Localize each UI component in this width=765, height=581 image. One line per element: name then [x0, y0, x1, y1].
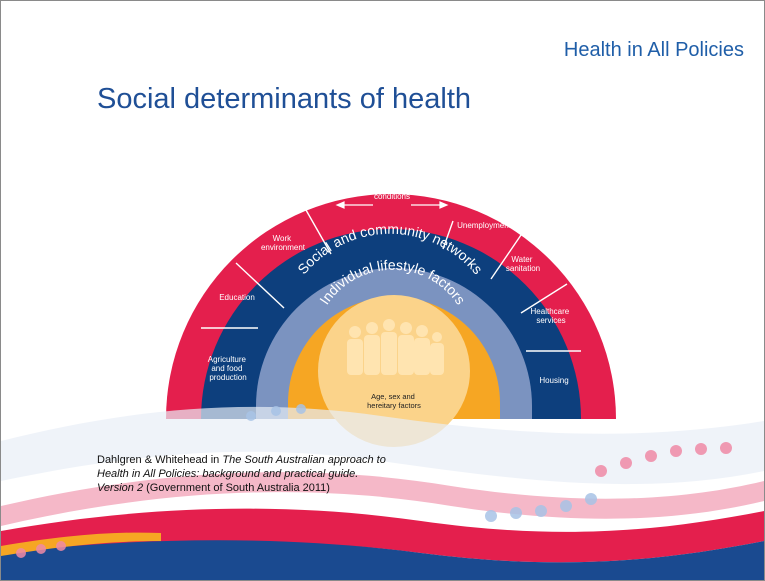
sector-work-label: Work environment: [261, 234, 306, 252]
sector-healthcare-label: Healthcare services: [531, 307, 572, 325]
sector-education-label: Education: [219, 293, 255, 302]
living-conditions-arrows: [335, 201, 449, 209]
sector-housing-label: Housing: [539, 376, 568, 385]
citation-version: Version 2: [97, 482, 144, 494]
citation: Dahlgren & Whitehead in The South Austra…: [97, 453, 386, 495]
sector-living-label: Living and working conditions: [358, 183, 427, 201]
citation-publisher: (Government of South Australia 2011): [143, 482, 330, 494]
sector-water-label: Water sanitation: [506, 255, 540, 273]
sector-agriculture-label: Agriculture and food production: [208, 355, 248, 382]
citation-title-line1: The South Australian approach to: [222, 454, 386, 466]
page-title: Social determinants of health: [97, 83, 471, 115]
people-silhouettes-icon: [347, 319, 444, 375]
sector-dividers: [201, 209, 581, 352]
sector-unemployment-label: Unemployment: [457, 221, 512, 230]
header-title: Health in All Policies: [563, 39, 744, 61]
citation-author: Dahlgren & Whitehead in: [97, 454, 223, 466]
core-label: Age, sex and hereitary factors: [367, 392, 421, 410]
decorative-waves: [1, 404, 764, 580]
citation-title-line2: Health in All Policies: background and p…: [97, 468, 359, 480]
